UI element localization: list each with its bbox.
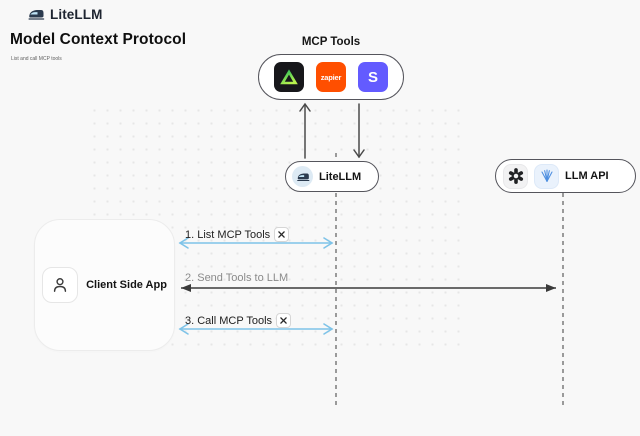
stripe-icon: S xyxy=(358,62,388,92)
litellm-train-glyph xyxy=(296,173,309,181)
tools-icon xyxy=(274,227,290,242)
litellm-node: LiteLLM xyxy=(285,161,379,192)
message-1-label: 1. List MCP Tools xyxy=(185,228,271,241)
page-title: Model Context Protocol xyxy=(10,31,187,48)
tools-icon xyxy=(276,313,292,328)
litellm-logo-icon xyxy=(28,10,45,20)
client-side-app-node: Client Side App xyxy=(34,219,175,351)
client-node-label: Client Side App xyxy=(86,279,167,291)
arrow-litellm-to-mcp xyxy=(299,102,311,159)
arrow-list-mcp-tools xyxy=(178,237,334,249)
litellm-node-label: LiteLLM xyxy=(319,170,362,183)
message-list-mcp-tools: 1. List MCP Tools xyxy=(185,227,290,242)
message-3-label: 3. Call MCP Tools xyxy=(185,314,273,327)
person-glyph xyxy=(53,278,67,292)
message-call-mcp-tools: 3. Call MCP Tools xyxy=(185,313,292,328)
litellm-train-icon xyxy=(292,166,313,187)
brand-name: LiteLLM xyxy=(50,7,103,22)
llm-provider-glyph xyxy=(540,169,553,182)
openai-icon xyxy=(503,163,528,189)
triangle-tool-glyph xyxy=(280,69,298,85)
brand: LiteLLM xyxy=(27,7,102,22)
arrow-send-tools-to-llm xyxy=(181,284,556,292)
message-2-label: 2. Send Tools to LLM xyxy=(185,272,289,284)
llm-api-node: LLM API xyxy=(495,159,636,193)
llm-api-node-label: LLM API xyxy=(565,170,609,182)
zapier-icon: zapier xyxy=(316,62,346,92)
llm-provider-icon xyxy=(534,163,559,189)
page-subtitle: List and call MCP tools xyxy=(11,56,62,62)
arrow-call-mcp-tools xyxy=(178,323,334,335)
arrow-mcp-to-litellm xyxy=(353,103,365,159)
triangle-gradient-tool-icon xyxy=(274,62,304,92)
message-send-tools-to-llm: 2. Send Tools to LLM xyxy=(185,272,288,284)
openai-glyph xyxy=(508,168,523,184)
stripe-letter: S xyxy=(367,68,378,86)
mcp-tools-node: zapier S xyxy=(258,54,404,100)
mcp-tools-label: MCP Tools xyxy=(301,36,361,48)
crossed-tools-glyph xyxy=(280,317,287,324)
zapier-wordmark: zapier xyxy=(320,72,342,82)
person-icon xyxy=(42,267,79,303)
crossed-tools-glyph xyxy=(278,231,285,238)
